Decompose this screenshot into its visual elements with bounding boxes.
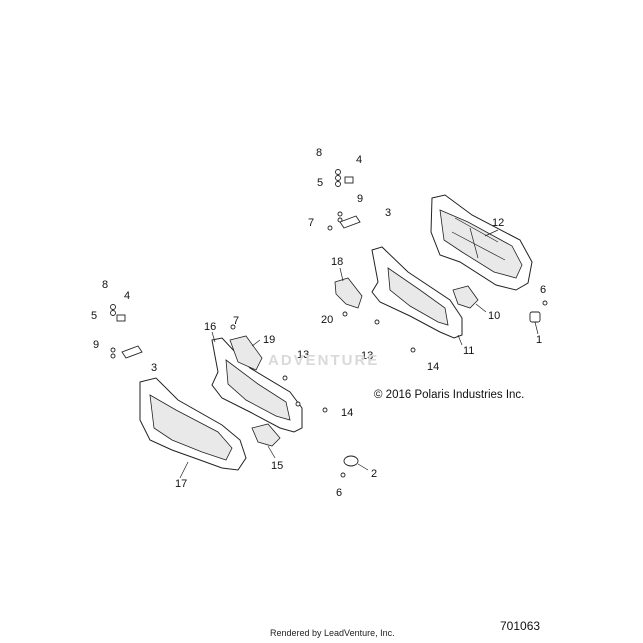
part-16-floor-support-left <box>211 331 303 433</box>
callout-13: 13 <box>297 349 309 361</box>
watermark: ADVENTURE <box>268 352 380 369</box>
small-fasteners <box>230 300 548 478</box>
copyright-notice: © 2016 Polaris Industries Inc. <box>374 389 525 401</box>
callout-13: 13 <box>361 350 373 362</box>
part-12-floor-panel-rear-right <box>430 194 533 291</box>
callout-14: 14 <box>341 407 353 419</box>
callout-16: 16 <box>204 321 216 333</box>
callout-7: 7 <box>308 217 314 229</box>
callout-4: 4 <box>356 154 362 166</box>
callout-6: 6 <box>540 284 546 296</box>
callout-9: 9 <box>357 193 363 205</box>
callout-10: 10 <box>488 310 500 322</box>
callout-3: 3 <box>385 207 391 219</box>
part-19-plate <box>229 335 263 371</box>
callout-17: 17 <box>175 478 187 490</box>
part-1-mount <box>529 311 541 335</box>
callout-15: 15 <box>271 460 283 472</box>
callout-4: 4 <box>124 290 130 302</box>
hardware-stack-left <box>110 304 143 359</box>
part-11-floor-support-right <box>371 246 463 346</box>
callout-5: 5 <box>317 177 323 189</box>
callout-14: 14 <box>427 361 439 373</box>
callout-1: 1 <box>536 334 542 346</box>
callout-3: 3 <box>151 362 157 374</box>
hardware-stack-upper <box>327 169 361 231</box>
callout-9: 9 <box>93 339 99 351</box>
callout-8: 8 <box>102 279 108 291</box>
callout-6: 6 <box>336 487 342 499</box>
part-18-bracket <box>334 267 363 309</box>
callout-12: 12 <box>492 217 504 229</box>
callout-11: 11 <box>463 345 474 357</box>
callout-20: 20 <box>321 314 333 326</box>
part-17-floor-panel-left <box>139 377 247 479</box>
callout-8: 8 <box>316 147 322 159</box>
callout-19: 19 <box>263 334 275 346</box>
diagram-part-number: 701063 <box>500 619 541 633</box>
part-10-foot-peg <box>452 285 487 313</box>
callout-7: 7 <box>233 315 239 327</box>
callout-18: 18 <box>331 256 343 268</box>
part-2-knob <box>343 455 369 471</box>
callout-2: 2 <box>371 468 377 480</box>
part-15-foot-peg-left <box>251 423 281 459</box>
footer-credit: Rendered by LeadVenture, Inc. <box>270 628 395 638</box>
callout-5: 5 <box>91 310 97 322</box>
